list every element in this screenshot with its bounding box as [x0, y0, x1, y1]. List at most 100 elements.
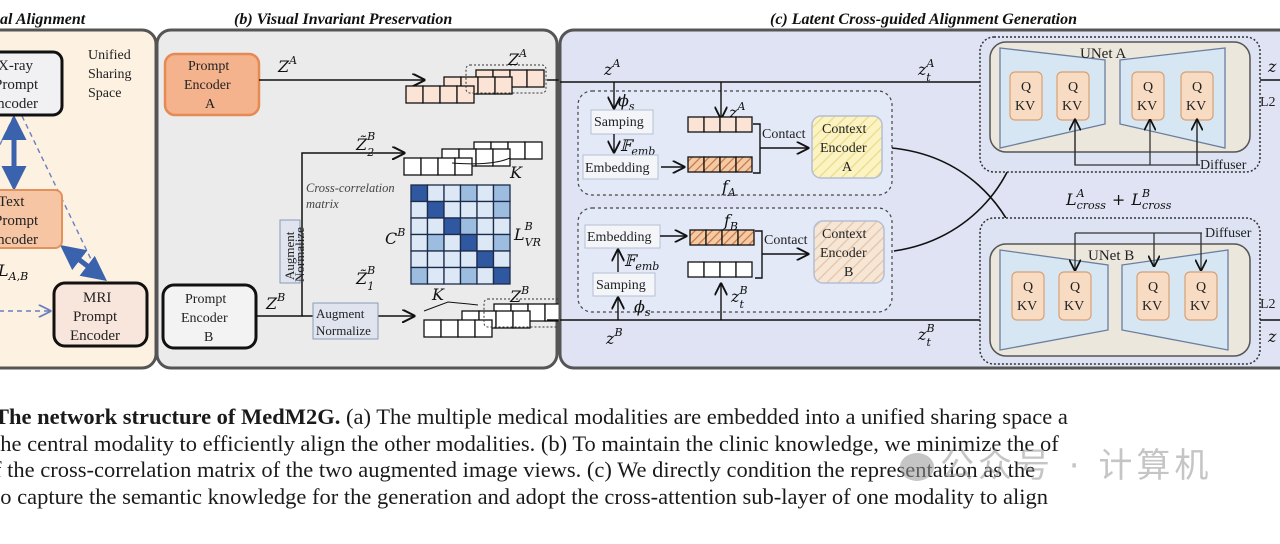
l2-b-label: L2	[1260, 297, 1276, 312]
augment-horizontal-label-1: Augment	[316, 306, 365, 321]
context-encoder-a-label-3: A	[842, 160, 853, 175]
matrix-cell	[426, 184, 445, 203]
watermark: 公众号 · 计算机	[900, 438, 1212, 487]
xray-encoder-label-1: X-ray	[0, 58, 33, 74]
loss-ab: LA,B	[0, 261, 28, 283]
text-encoder-label-2: Prompt	[0, 213, 39, 229]
qkv-block	[1011, 271, 1045, 321]
token-cell	[703, 116, 721, 133]
z-b-c-label: zB	[605, 326, 623, 348]
diffuser-b-label: Diffuser	[1205, 226, 1252, 241]
xray-encoder-label-2: Prompt	[0, 77, 39, 93]
phi-b: ϕs	[634, 297, 651, 319]
token-cell	[456, 85, 475, 104]
caption-text-2: the central modality to efficiently alig…	[0, 430, 1059, 456]
kv-label: KV	[1062, 99, 1082, 114]
caption-line-4: to capture the semantic knowledge for th…	[0, 484, 1280, 511]
z-a-stack-label: ZA	[507, 47, 527, 69]
token-cell	[735, 156, 753, 173]
l2-a-label: L2	[1260, 95, 1276, 110]
mri-encoder-label-3: Encoder	[70, 328, 120, 344]
prompt-encoder-a-label-3: A	[205, 97, 216, 112]
matrix-cell	[426, 233, 445, 252]
kv-label: KV	[1142, 299, 1162, 314]
matrix-cell	[492, 217, 511, 236]
qkv-block	[1136, 271, 1170, 321]
augment-vertical-label-2: Normalize	[292, 227, 307, 282]
zt-b-token-row	[687, 261, 753, 278]
k-label-bottom: K	[431, 285, 445, 304]
z-out-b: z	[1267, 327, 1277, 346]
token-cell	[477, 76, 496, 95]
q-label: Q	[1143, 80, 1153, 95]
matrix-cell	[426, 200, 445, 219]
token-cell	[437, 157, 456, 176]
token-cell	[687, 156, 705, 173]
matrix-cell	[459, 184, 478, 203]
context-encoder-b-label-3: B	[844, 265, 853, 280]
xray-encoder-box	[0, 50, 64, 117]
k-brace-top	[451, 157, 511, 165]
token-cell	[687, 261, 705, 278]
qkv-block	[1009, 71, 1043, 121]
token-cell	[737, 229, 755, 246]
matrix-cell	[426, 217, 445, 236]
matrix-cell	[459, 266, 478, 285]
panel-a-title: al Alignment	[0, 11, 86, 28]
mri-encoder-box	[52, 281, 149, 348]
matrix-cell	[492, 233, 511, 252]
token-cell	[420, 157, 439, 176]
z-out-a: z	[1267, 57, 1277, 76]
dashed-link-xray-mri	[21, 115, 101, 279]
token-cell	[422, 85, 441, 104]
token-cell	[457, 319, 476, 338]
mri-encoder-label-1: MRI	[83, 290, 111, 306]
z-a-token-stack	[405, 64, 547, 104]
token-cell	[494, 76, 513, 95]
matrix-cell	[426, 250, 445, 269]
token-cell	[719, 261, 737, 278]
caption-line-2: the central modality to efficiently alig…	[0, 431, 1280, 458]
text-encoder-label-3: Encoder	[0, 232, 38, 248]
text-encoder-box	[0, 189, 63, 249]
figure-caption: The network structure of MedM2G. (a) The…	[0, 404, 1280, 510]
xray-encoder-label-3: Encoder	[0, 96, 38, 112]
cross-corr-label-1: Cross-correlation	[306, 181, 395, 195]
matrix-cell	[476, 250, 495, 269]
context-encoder-b-label-2: Encoder	[820, 246, 867, 261]
matrix-cell	[443, 266, 462, 285]
sampling-box-a	[590, 109, 654, 135]
sampling-box-b	[592, 272, 656, 297]
prompt-encoder-b-label-2: Encoder	[181, 311, 228, 326]
token-cell	[703, 156, 721, 173]
align-arrow-text-mri	[60, 244, 107, 282]
contact-label-b: Contact	[764, 233, 808, 248]
token-cell	[423, 319, 442, 338]
panel-b-title: (b) Visual Invariant Preservation	[234, 11, 452, 28]
matrix-cell	[443, 233, 462, 252]
qkv-block	[1184, 271, 1218, 321]
text-encoder-label-1: Text	[0, 194, 25, 210]
embedding-box-a	[582, 154, 659, 180]
context-encoder-b-label-1: Context	[822, 227, 866, 242]
token-cell	[687, 116, 705, 133]
f-a-token-row	[687, 156, 753, 173]
context-encoder-b-box	[813, 220, 885, 284]
matrix-cell	[410, 184, 429, 203]
matrix-cell	[492, 200, 511, 219]
caption-text-3: f the cross-correlation matrix of the tw…	[0, 457, 1036, 482]
unet-a-label: UNet A	[1080, 46, 1126, 62]
embedding-label-a: Embedding	[585, 161, 650, 176]
cross-corr-label-2: matrix	[306, 197, 339, 211]
token-cell	[735, 116, 753, 133]
matrix-cell	[426, 266, 445, 285]
matrix-cell	[459, 250, 478, 269]
z-a-c-label: zA	[603, 57, 620, 79]
prompt-encoder-b-label-3: B	[204, 330, 213, 345]
unet-b-label: UNet B	[1088, 248, 1134, 264]
kv-label: KV	[1064, 299, 1084, 314]
